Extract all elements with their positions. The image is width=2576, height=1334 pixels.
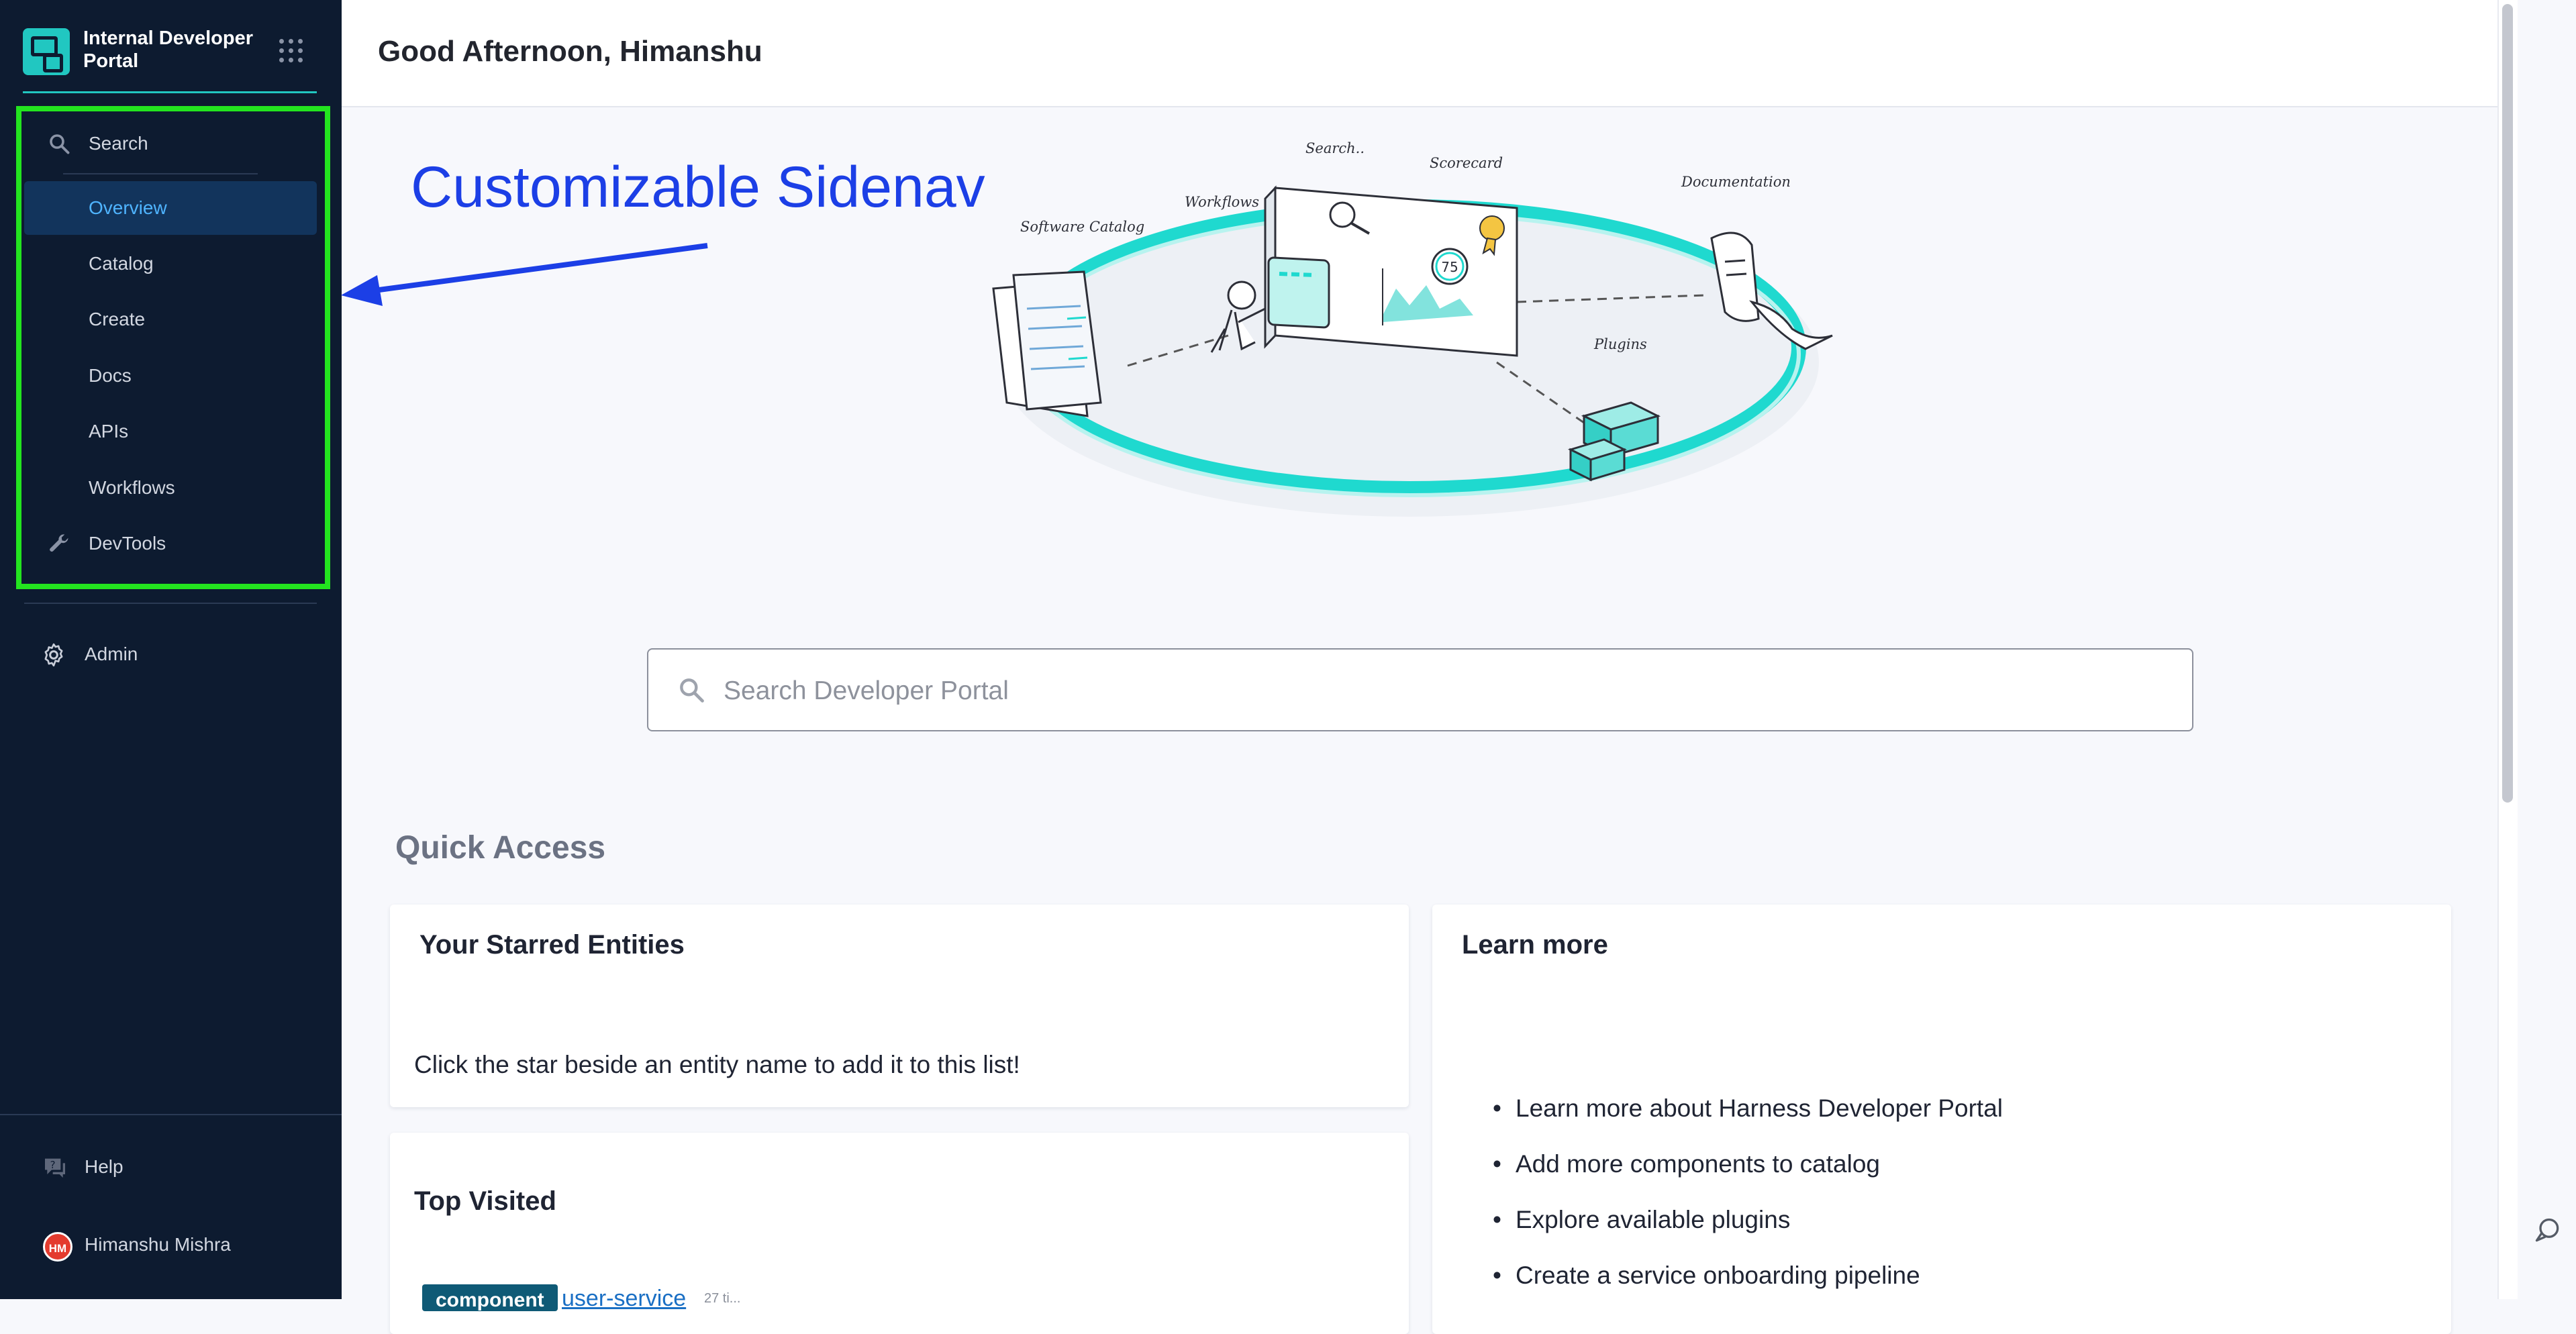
portal-logo-icon [23, 28, 70, 75]
brand-divider [23, 91, 317, 93]
annotation-highlight-box [16, 106, 330, 589]
svg-text:75: 75 [1441, 259, 1458, 275]
quick-access-title: Quick Access [395, 830, 606, 866]
right-gutter [2518, 0, 2576, 1299]
sidebar-item-label: APIs [89, 421, 129, 442]
sidebar-item-label: Overview [89, 197, 167, 218]
learn-more-item[interactable]: Learn more about Harness Developer Porta… [1493, 1080, 2003, 1136]
empty-state-text: Click the star beside an entity name to … [414, 1051, 1020, 1078]
learn-more-item[interactable]: Create a service onboarding pipeline [1493, 1247, 2003, 1303]
sidebar-item-catalog[interactable]: Catalog [24, 237, 317, 291]
svg-text:Scorecard: Scorecard [1430, 155, 1503, 171]
catalog-document-icon [992, 270, 1102, 417]
sidebar: Internal Developer Portal Search Overvie… [0, 0, 342, 1299]
sidebar-item-devtools[interactable]: DevTools [24, 517, 317, 570]
learn-more-card: Learn more Learn more about Harness Deve… [1432, 905, 2451, 1334]
sidebar-item-docs[interactable]: Docs [24, 349, 317, 403]
gear-icon [44, 643, 63, 667]
sidebar-item-admin[interactable]: Admin [24, 631, 317, 678]
sidebar-item-workflows[interactable]: Workflows [24, 461, 317, 515]
sidebar-item-overview[interactable]: Overview [24, 181, 317, 235]
starred-entities-card: Your Starred Entities Click the star bes… [390, 905, 1409, 1107]
sidebar-item-label: Help [85, 1156, 123, 1177]
svg-text:?: ? [50, 1159, 56, 1171]
sidebar-item-apis[interactable]: APIs [24, 405, 317, 458]
sidebar-item-label: DevTools [89, 533, 166, 554]
app-grid-icon[interactable] [279, 39, 306, 66]
page-title: Good Afternoon, Himanshu [378, 35, 762, 68]
scrollbar-thumb[interactable] [2502, 4, 2513, 803]
developer-portal-search[interactable] [647, 648, 2193, 731]
sidebar-item-label: Docs [89, 365, 132, 386]
page-header: Good Afternoon, Himanshu [342, 0, 2497, 107]
annotation-arrow-icon [341, 243, 708, 306]
search-input[interactable] [722, 666, 2134, 717]
learn-more-list: Learn more about Harness Developer Porta… [1493, 1080, 2003, 1303]
dashboard-board-icon: 75 [1264, 185, 1518, 357]
sidebar-item-search[interactable]: Search [24, 117, 317, 170]
help-chat-icon: ? [45, 1158, 65, 1178]
search-icon [680, 678, 704, 703]
svg-text:Workflows: Workflows [1185, 194, 1259, 210]
brand[interactable]: Internal Developer Portal [21, 25, 303, 93]
chat-bubble-icon[interactable] [2533, 1216, 2563, 1245]
person-figure-icon [1210, 280, 1266, 353]
sidebar-item-label: Workflows [89, 477, 175, 498]
sidebar-item-label: Search [89, 133, 148, 154]
divider [63, 173, 258, 174]
wrench-icon [50, 534, 68, 552]
avatar: HM [43, 1232, 72, 1262]
sidebar-item-create[interactable]: Create [24, 293, 317, 346]
app-title: Internal Developer Portal [83, 28, 254, 72]
learn-more-item[interactable]: Explore available plugins [1493, 1192, 2003, 1247]
sidebar-item-label: Admin [85, 644, 138, 664]
entity-kind-badge: component [422, 1284, 558, 1311]
card-title: Top Visited [414, 1186, 556, 1216]
top-visited-card: Top Visited component user-service 27 ti… [390, 1133, 1409, 1334]
annotation-label: Customizable Sidenav [411, 155, 985, 219]
svg-text:Search..: Search.. [1305, 140, 1365, 156]
hero-illustration: 75 Software Catalog Workflows Search.. S… [992, 140, 1833, 517]
sidebar-item-label: Create [89, 309, 146, 329]
card-title: Learn more [1462, 930, 1608, 960]
svg-text:Plugins: Plugins [1593, 336, 1647, 352]
user-name: Himanshu Mishra [85, 1234, 231, 1255]
user-profile[interactable]: HM Himanshu Mishra [24, 1221, 317, 1268]
divider [24, 603, 317, 604]
svg-text:Documentation: Documentation [1681, 174, 1791, 190]
learn-more-item[interactable]: Add more components to catalog [1493, 1136, 2003, 1192]
documentation-scroll-icon [1710, 232, 1833, 350]
search-icon [50, 134, 70, 154]
sidebar-item-label: Catalog [89, 253, 154, 274]
card-title: Your Starred Entities [419, 930, 685, 960]
sidebar-item-help[interactable]: ? Help [24, 1143, 317, 1190]
divider [0, 1114, 342, 1115]
plugins-blocks-icon [1567, 401, 1661, 482]
svg-text:Software Catalog: Software Catalog [1020, 219, 1144, 235]
